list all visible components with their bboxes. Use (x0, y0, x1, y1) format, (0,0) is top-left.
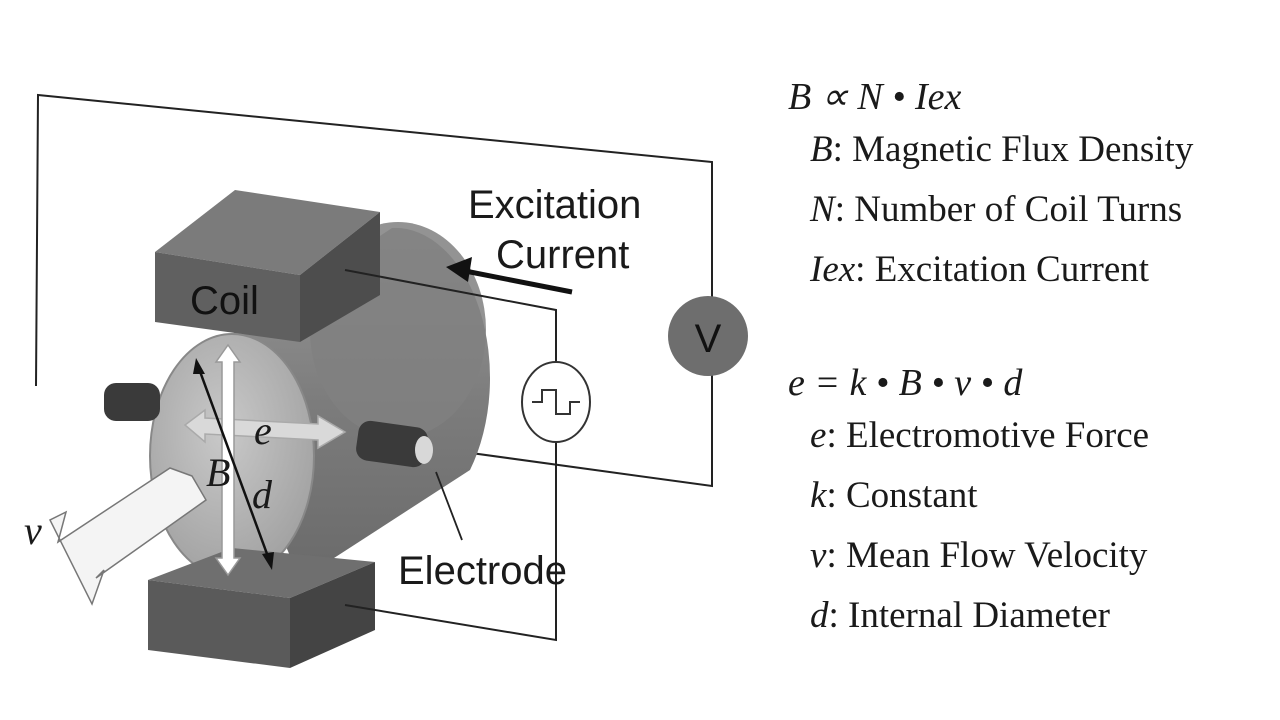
def-row: B: Magnetic Flux Density (810, 129, 1194, 170)
flux-arrow (214, 343, 242, 577)
excitation-current-arrow (446, 257, 573, 295)
emf-symbol: e (254, 408, 272, 453)
emf-equation: e = k • B • v • d (788, 362, 1023, 404)
flux-equation: B ∝ N • Iex (788, 76, 962, 118)
left-electrode (104, 383, 160, 421)
def-row: Iex: Excitation Current (810, 249, 1150, 290)
formula-panel: B ∝ N • Iex B: Magnetic Flux Density N: … (788, 74, 1268, 646)
velocity-arrow (48, 467, 207, 606)
flowmeter-diagram: V Coil Excitation Current Electrode e B … (24, 93, 748, 668)
def-row: v: Mean Flow Velocity (810, 535, 1148, 576)
excitation-label-line1: Excitation (468, 183, 641, 227)
def-row: d: Internal Diameter (810, 595, 1110, 636)
excitation-label-line2: Current (496, 233, 629, 277)
coil-label: Coil (190, 279, 259, 323)
excitation-wire-back (35, 93, 713, 488)
electrode-pointer (435, 471, 463, 541)
excitation-wire-inner (344, 269, 557, 642)
voltmeter-label: V (695, 317, 722, 361)
electrode-label: Electrode (398, 549, 567, 593)
right-electrode (356, 420, 433, 468)
def-row: k: Constant (810, 475, 978, 516)
diameter-line (193, 358, 274, 570)
def-row: N: Number of Coil Turns (810, 189, 1183, 230)
flux-symbol: B (206, 450, 230, 495)
def-row: e: Electromotive Force (810, 415, 1150, 456)
top-coil (155, 190, 380, 342)
bottom-coil (148, 548, 375, 668)
voltmeter: V (668, 296, 748, 376)
diameter-symbol: d (252, 472, 273, 517)
velocity-symbol: v (24, 508, 42, 553)
ac-source (521, 361, 591, 443)
